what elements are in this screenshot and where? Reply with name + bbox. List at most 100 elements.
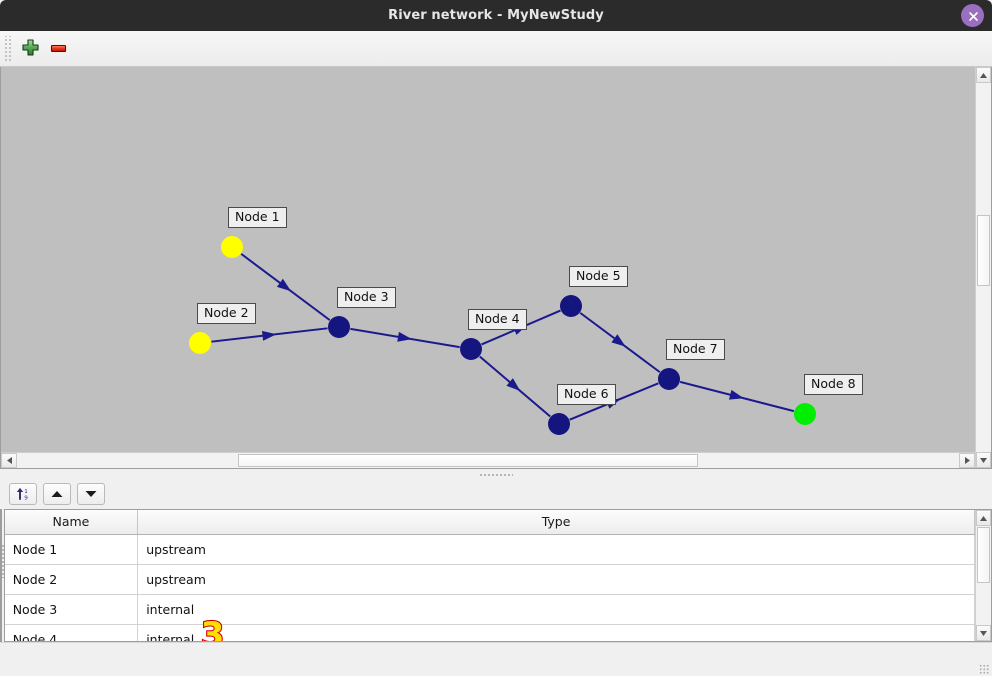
table-cell[interactable]: Node 3 [4, 594, 139, 625]
network-graph-canvas[interactable]: Node 1 Node 2 Node 3 Node 4 Node 5 Node 6 Node… [1, 67, 977, 452]
nodes-table-header-row: Name Type [4, 510, 975, 535]
graph-edge-arrowhead [276, 278, 292, 292]
graph-node-layer [189, 236, 816, 435]
close-icon [969, 12, 978, 21]
vertical-splitter-handle [0, 543, 4, 578]
graph-node-label[interactable]: Node 7 [666, 339, 725, 360]
status-bar [0, 642, 992, 676]
table-cell[interactable]: Node 4 [4, 624, 139, 641]
chevron-down-icon [979, 630, 987, 636]
graph-scroll-down-button[interactable] [976, 452, 991, 468]
nodes-table-scrollbar[interactable] [974, 510, 991, 641]
graph-edge-arrowhead [506, 378, 521, 392]
graph-edge-layer [211, 253, 795, 421]
graph-node[interactable] [189, 332, 211, 354]
chevron-up-icon [979, 515, 987, 521]
chevron-up-icon [980, 72, 987, 78]
graph-node[interactable] [548, 413, 570, 435]
graph-node-label[interactable]: Node 2 [197, 303, 256, 324]
table-cell[interactable]: Node 2 [4, 564, 139, 595]
graph-node[interactable] [560, 295, 582, 317]
delete-node-button[interactable] [44, 35, 72, 63]
graph-node-label[interactable]: Node 6 [557, 384, 616, 405]
graph-vertical-scrollbar[interactable] [975, 67, 991, 468]
horizontal-splitter[interactable] [0, 469, 992, 479]
nodes-move-down-button[interactable] [76, 483, 105, 505]
table-cell[interactable]: internal [137, 594, 975, 625]
move-down-icon [85, 491, 97, 497]
graph-node[interactable] [221, 236, 243, 258]
table-cell[interactable]: Node 2 -> Node 3 [1, 564, 2, 594]
add-node-button[interactable] [16, 35, 44, 63]
graph-edge-arrowhead [397, 331, 412, 342]
window-title: River network - MyNewStudy [388, 8, 604, 23]
table-cell[interactable]: internal [137, 624, 975, 641]
graph-node-label[interactable]: Node 8 [804, 374, 863, 395]
nodes-sort-button[interactable]: 1 9 [8, 483, 37, 505]
table-cell[interactable]: Node 3 -> Node 4 [1, 594, 2, 624]
table-cell[interactable]: Node 1 -> Node 3 [1, 534, 2, 564]
table-cell[interactable]: upstream [137, 534, 975, 565]
sort-icon: 1 9 [16, 488, 28, 501]
graph-node-label[interactable]: Node 5 [569, 266, 628, 287]
window-resize-grip[interactable] [979, 664, 989, 674]
chevron-right-icon [964, 457, 970, 464]
graph-node-label[interactable]: Node 1 [228, 207, 287, 228]
add-node-icon [21, 39, 39, 56]
nodes-scroll-down-button[interactable] [975, 625, 991, 641]
links-pane: 1 9 NameNode1Node2 [0, 479, 63, 642]
graph-node-label[interactable]: Node 4 [468, 309, 527, 330]
graph-horizontal-scrollbar[interactable] [1, 452, 975, 468]
column-header-name[interactable]: Name [1, 510, 2, 534]
graph-node[interactable] [328, 316, 350, 338]
network-graph-svg [189, 236, 816, 435]
graph-node[interactable] [658, 368, 680, 390]
nodes-toolbar: 1 9 [3, 479, 992, 509]
graph-edge-arrowhead [728, 389, 744, 400]
graph-scroll-right-button[interactable] [959, 453, 975, 468]
nodes-scroll-up-button[interactable] [975, 510, 991, 526]
table-cell[interactable]: upstream [137, 564, 975, 595]
graph-scrollbar-thumb[interactable] [977, 215, 990, 286]
chevron-left-icon [6, 457, 12, 464]
graph-hscrollbar-thumb[interactable] [238, 454, 698, 467]
table-cell[interactable]: Node 4 -> Node 5 [1, 624, 2, 642]
column-header-type[interactable]: Type [137, 510, 975, 535]
nodes-scrollbar-thumb[interactable] [976, 527, 990, 583]
table-cell[interactable]: Node 1 [4, 534, 139, 565]
graph-edge-arrowhead [261, 330, 277, 341]
graph-node[interactable] [460, 338, 482, 360]
nodes-move-up-button[interactable] [42, 483, 71, 505]
column-header-name[interactable]: Name [4, 510, 139, 535]
horizontal-splitter-handle [479, 472, 513, 476]
svg-text:1: 1 [24, 489, 28, 495]
vertical-splitter[interactable] [0, 479, 4, 642]
graph-node-label[interactable]: Node 3 [337, 287, 396, 308]
close-window-button[interactable] [961, 4, 984, 27]
graph-scroll-up-button[interactable] [976, 67, 991, 83]
graph-scroll-left-button[interactable] [1, 453, 17, 468]
title-bar: River network - MyNewStudy [0, 0, 992, 31]
toolbar-drag-handle[interactable] [4, 35, 12, 62]
chevron-down-icon [980, 457, 987, 463]
graph-edge-arrowhead [611, 334, 626, 347]
graph-node[interactable] [794, 403, 816, 425]
delete-node-icon [50, 44, 66, 53]
network-graph-panel[interactable]: Node 1 Node 2 Node 3 Node 4 Node 5 Node 6 Node… [0, 67, 992, 469]
svg-text:9: 9 [24, 495, 28, 501]
